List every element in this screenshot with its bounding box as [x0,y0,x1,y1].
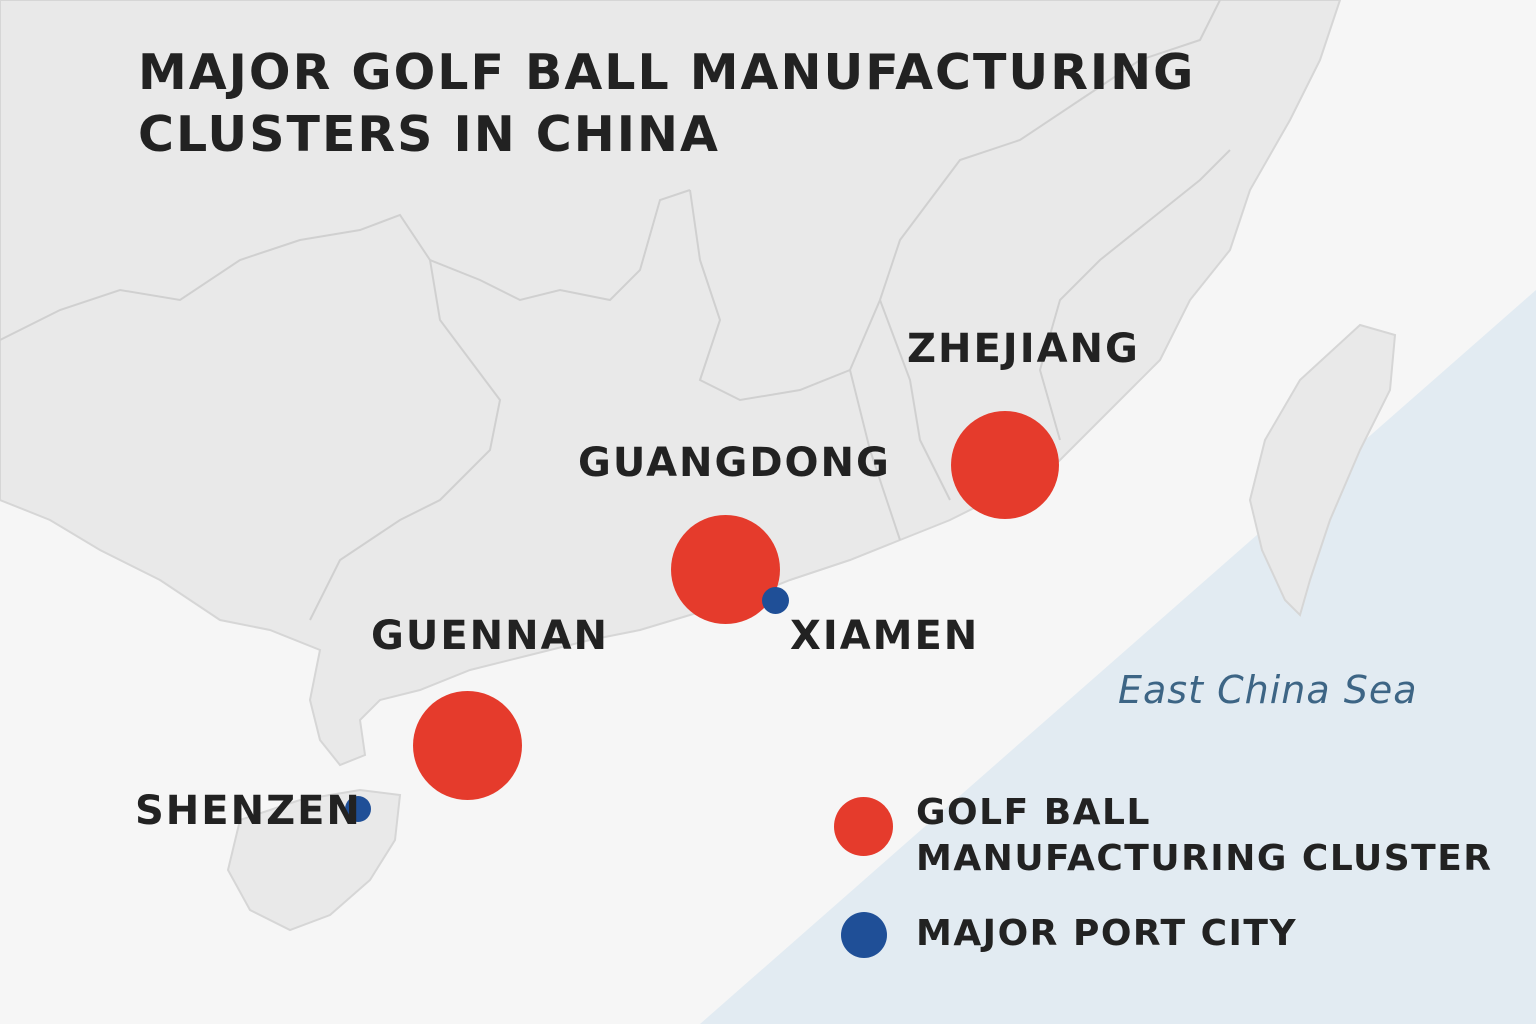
map-title: MAJOR GOLF BALL MANUFACTURING CLUSTERS I… [138,42,1195,166]
legend-cluster-icon [834,797,893,856]
province-borders [0,0,1231,621]
mainland-china [0,0,1342,767]
port-marker-xiamen[interactable] [762,587,789,614]
sea-label: East China Sea [1118,668,1418,712]
cluster-marker-guennan[interactable] [413,691,522,800]
taiwan-island [1248,323,1397,617]
legend-port-icon [841,912,887,958]
title-line-1: MAJOR GOLF BALL MANUFACTURING [138,44,1196,101]
label-guangdong: GUANGDONG [578,440,891,486]
hainan-island [226,788,402,932]
label-zhejiang: ZHEJIANG [907,326,1140,372]
legend-cluster-line-1: GOLF BALL [916,792,1151,833]
label-xiamen: XIAMEN [790,613,980,659]
cluster-marker-guangdong[interactable] [671,515,780,624]
legend-cluster-label: GOLF BALL MANUFACTURING CLUSTER [916,790,1493,882]
label-guennan: GUENNAN [371,613,610,659]
cluster-marker-zhejiang[interactable] [951,411,1059,519]
title-line-2: CLUSTERS IN CHINA [138,106,720,163]
label-shenzen: SHENZEN [135,788,362,834]
legend-cluster-line-2: MANUFACTURING CLUSTER [916,838,1493,879]
legend-port-label: MAJOR PORT CITY [916,913,1298,954]
port-marker-shenzen[interactable] [345,796,371,822]
